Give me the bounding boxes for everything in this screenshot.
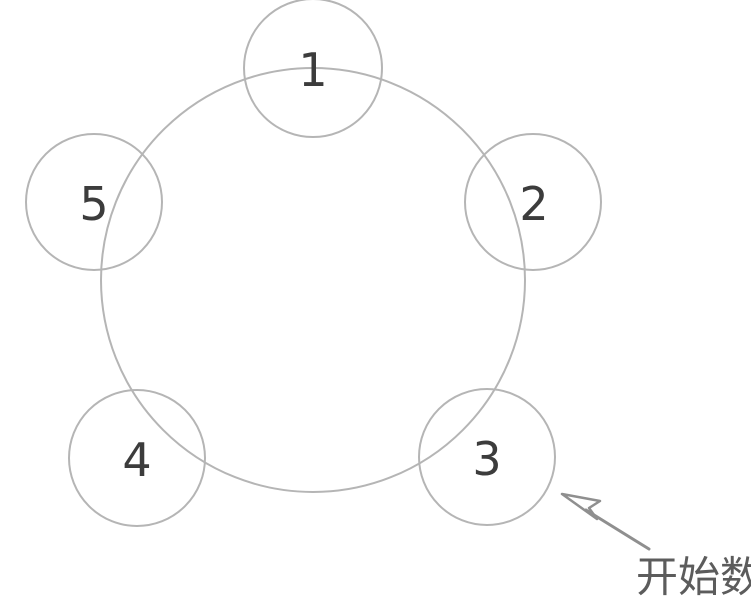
arrow-head-outline [560,492,602,521]
node-1-label: 1 [298,43,327,97]
node-3-circle [418,388,556,526]
node-4-circle [68,389,206,527]
node-2-label: 2 [519,177,548,231]
node-3[interactable]: 3 [418,388,556,526]
node-4-label: 4 [122,433,151,487]
start-annotation-label: 开始数 [636,553,751,602]
node-5-circle [25,133,163,271]
node-1-circle [243,0,383,138]
node-5-label: 5 [79,177,108,231]
node-4[interactable]: 4 [68,389,206,527]
start-annotation-arrow [560,492,651,551]
connecting-ring [100,67,526,493]
node-5[interactable]: 5 [25,133,163,271]
node-3-label: 3 [472,432,501,486]
node-1[interactable]: 1 [243,0,383,138]
node-2-circle [464,133,602,271]
node-2[interactable]: 2 [464,133,602,271]
